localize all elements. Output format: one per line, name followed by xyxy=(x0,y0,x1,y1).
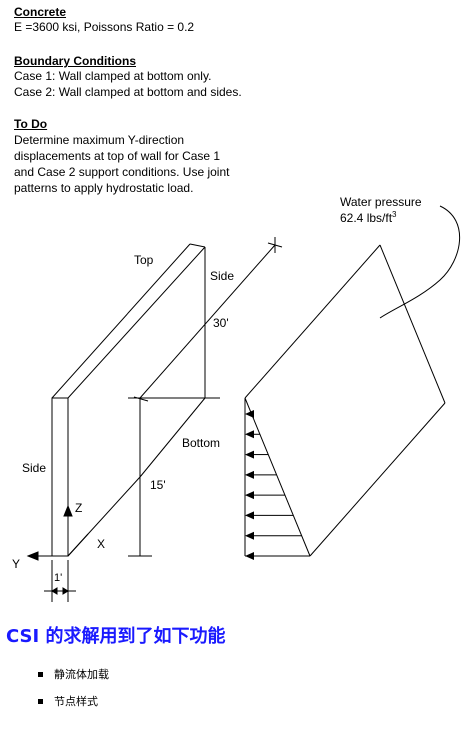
bullet-icon xyxy=(38,699,43,704)
features-title: CSI 的求解用到了如下功能 xyxy=(6,626,226,647)
concrete-properties: E =3600 ksi, Poissons Ratio = 0.2 xyxy=(14,20,195,34)
load-arrowhead xyxy=(245,552,254,560)
load-arrowhead xyxy=(245,450,254,459)
boundary-case2: Case 2: Wall clamped at bottom and sides… xyxy=(14,85,242,99)
label-axis-y: Y xyxy=(12,557,20,571)
label-1ft: 1' xyxy=(54,572,62,584)
bullet-icon xyxy=(38,672,43,677)
todo-line-3: and Case 2 support conditions. Use joint xyxy=(14,165,230,179)
load-arrowhead xyxy=(245,470,254,479)
todo-line-1: Determine maximum Y-direction xyxy=(14,133,185,147)
wall-diagram: Top Side 30' Bottom Side 15' Z X Y 1' Wa… xyxy=(12,195,461,602)
load-arrowhead xyxy=(245,491,254,500)
dimension-15ft xyxy=(128,397,220,557)
label-water-pressure: Water pressure xyxy=(340,195,422,209)
feature-item: 静流体加载 xyxy=(38,668,109,682)
label-top: Top xyxy=(134,253,154,267)
load-arrowhead xyxy=(245,410,254,418)
load-arrowhead xyxy=(245,430,254,439)
hydrostatic-load-arrows xyxy=(245,410,310,560)
concrete-heading: Concrete xyxy=(14,5,67,19)
todo-line-4: patterns to apply hydrostatic load. xyxy=(14,181,194,195)
label-bottom: Bottom xyxy=(182,436,220,450)
load-arrowhead xyxy=(245,511,254,520)
feature-label: 静流体加载 xyxy=(54,668,109,681)
todo-heading: To Do xyxy=(14,117,48,131)
label-side-right: Side xyxy=(210,269,234,283)
label-axis-x: X xyxy=(97,537,105,551)
label-pressure-value: 62.4 lbs/ft3 xyxy=(340,210,397,225)
pressure-leader xyxy=(379,205,461,319)
feature-item: 节点样式 xyxy=(38,695,109,709)
axes xyxy=(26,504,89,561)
label-30ft: 30' xyxy=(213,316,229,330)
features-list: 静流体加载 节点样式 xyxy=(38,668,109,722)
water-pressure-block xyxy=(244,244,446,557)
dimension-1ft xyxy=(44,560,76,602)
label-15ft: 15' xyxy=(150,478,166,492)
boundary-case1: Case 1: Wall clamped at bottom only. xyxy=(14,69,212,83)
load-arrowhead xyxy=(245,531,254,540)
label-side-left: Side xyxy=(22,461,46,475)
label-axis-z: Z xyxy=(75,501,82,515)
feature-label: 节点样式 xyxy=(54,695,98,708)
dimension-30ft xyxy=(133,242,283,402)
boundary-heading: Boundary Conditions xyxy=(14,54,136,68)
todo-line-2: displacements at top of wall for Case 1 xyxy=(14,149,221,163)
